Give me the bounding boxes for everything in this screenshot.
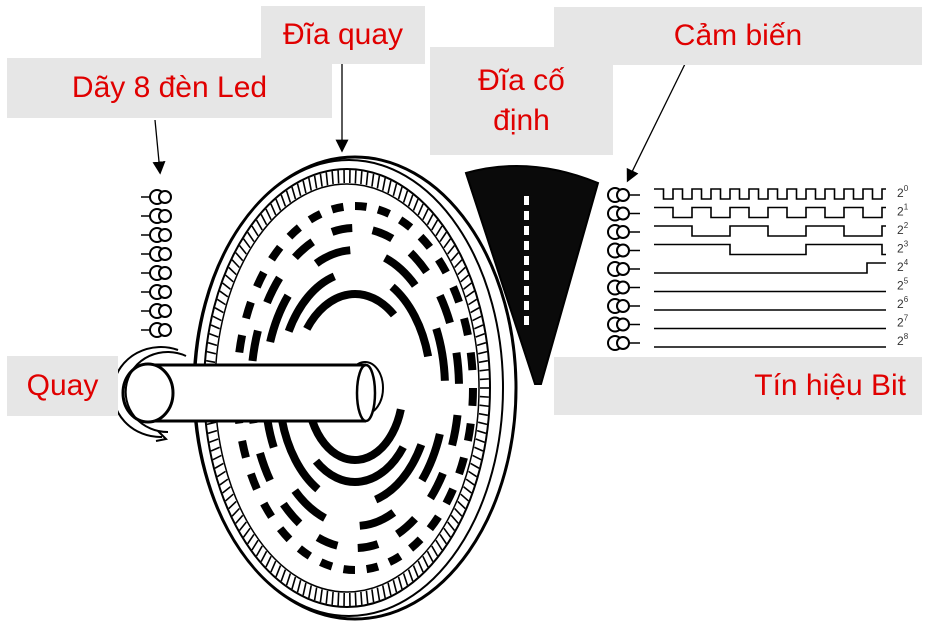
disk-outer-ticks [205, 170, 489, 606]
led-icon [141, 265, 172, 281]
bit-weight-label: 25 [897, 277, 909, 293]
bit-waveform [654, 262, 886, 274]
sensor-icon [607, 242, 640, 259]
bit-waveform [654, 225, 886, 237]
label-led-array: Dãy 8 đèn Led [7, 58, 332, 118]
led-icon [141, 208, 172, 224]
label-rotate: Quay [7, 356, 118, 416]
label-sensor-text: Cảm biến [673, 19, 803, 52]
label-fixed-disk-line2: định [493, 104, 550, 137]
label-rotate-text: Quay [26, 369, 99, 402]
bit-weight-label: 27 [897, 314, 909, 330]
sensor-icon [607, 205, 640, 222]
bit-waveform [654, 243, 886, 256]
bit-waveform [654, 188, 886, 200]
led-icon [141, 246, 172, 262]
label-led-array-text: Dãy 8 đèn Led [71, 71, 268, 104]
led-icon [141, 227, 172, 243]
label-sensor: Cảm biến [554, 7, 922, 65]
leader-arrows [152, 58, 686, 183]
label-rotating-disk-text: Đĩa quay [282, 18, 404, 51]
led-icon [141, 322, 172, 338]
shaft [121, 362, 377, 424]
led-array [141, 189, 172, 338]
sensor-icon [607, 224, 640, 240]
bit-weight-label: 20 [897, 184, 909, 200]
bit-weight-label: 22 [897, 221, 909, 237]
arrow-led-array [152, 119, 166, 175]
bit-weight-label: 23 [897, 240, 909, 256]
bit-waveform [654, 206, 886, 219]
led-icon [141, 284, 172, 300]
label-bit-signal-text: Tín hiệu Bit [754, 369, 906, 402]
led-icon [141, 189, 172, 205]
bit-weight-label: 26 [897, 295, 909, 311]
label-fixed-disk: Đĩa cố định [430, 47, 613, 155]
sensor-icon [607, 298, 640, 314]
label-fixed-disk-line1: Đĩa cố [478, 64, 565, 97]
bit-weight-label: 21 [897, 203, 909, 219]
sensor-icon [607, 335, 640, 351]
sensor-icon [607, 279, 640, 296]
fixed-disk-slits [524, 196, 529, 325]
bit-weight-label: 24 [897, 258, 909, 274]
label-bit-signal: Tín hiệu Bit [554, 357, 922, 415]
bit-weight-label: 28 [897, 332, 909, 348]
label-rotating-disk: Đĩa quay [261, 6, 425, 64]
led-icon [141, 303, 172, 319]
sensor-array [607, 187, 640, 351]
sensor-icon [607, 261, 640, 277]
sensor-icon [607, 187, 640, 203]
bit-signal-waveforms: 20 21 22 23 24 25 26 27 28 [654, 184, 909, 348]
fixed-disk [464, 164, 600, 385]
arrow-sensor [626, 63, 686, 183]
disk-code-tracks [233, 202, 477, 574]
sensor-icon [607, 316, 640, 333]
